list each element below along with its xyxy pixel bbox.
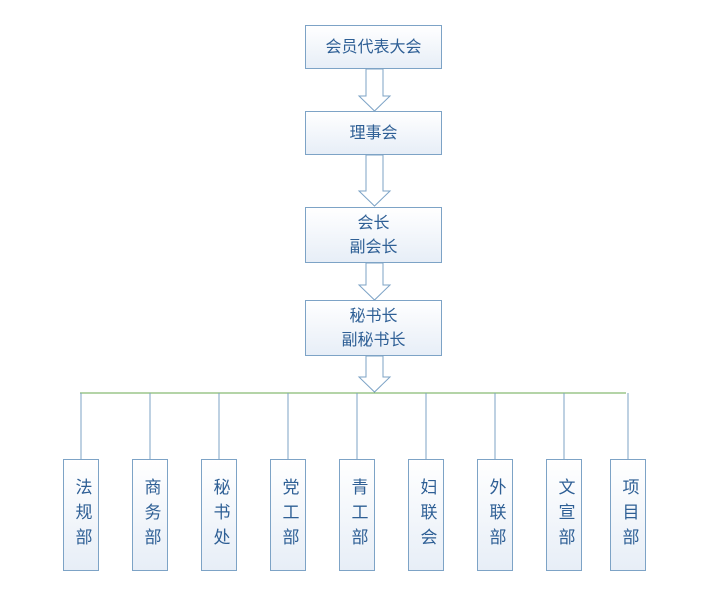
- node-council: 理事会: [305, 111, 442, 155]
- drop-lines: [80, 393, 629, 459]
- dept-youth-work-label: 青工部: [347, 477, 368, 553]
- dept-secretariat: 秘书处: [201, 459, 237, 571]
- dept-party-work: 党工部: [270, 459, 306, 571]
- node-council-label: 理事会: [349, 123, 398, 142]
- dept-external-relations: 外联部: [477, 459, 513, 571]
- node-secretary-general-label: 秘书长: [349, 306, 398, 325]
- arrow-1: [357, 68, 392, 112]
- node-president: 会长 副会长: [305, 207, 442, 263]
- node-president-label: 会长: [357, 213, 390, 232]
- arrow-4: [357, 355, 392, 393]
- dept-regulations: 法规部: [63, 459, 99, 571]
- dept-womens-federation: 妇联会: [408, 459, 444, 571]
- arrow-2: [357, 154, 392, 207]
- node-general-assembly: 会员代表大会: [305, 25, 442, 69]
- dept-publicity-label: 文宣部: [554, 477, 575, 553]
- dept-publicity: 文宣部: [546, 459, 582, 571]
- arrow-3: [357, 262, 392, 301]
- dept-commerce-label: 商务部: [140, 477, 161, 553]
- dept-external-relations-label: 外联部: [485, 477, 506, 553]
- dept-youth-work: 青工部: [339, 459, 375, 571]
- node-deputy-secretary-general-label: 副秘书长: [341, 330, 406, 349]
- dept-womens-federation-label: 妇联会: [416, 477, 437, 553]
- dept-regulations-label: 法规部: [71, 477, 92, 553]
- dept-commerce: 商务部: [132, 459, 168, 571]
- node-general-assembly-label: 会员代表大会: [325, 37, 422, 56]
- dept-secretariat-label: 秘书处: [209, 477, 230, 553]
- node-secretary-general: 秘书长 副秘书长: [305, 300, 442, 356]
- node-vice-president-label: 副会长: [349, 237, 398, 256]
- dept-projects: 项目部: [610, 459, 646, 571]
- dept-projects-label: 项目部: [618, 477, 639, 553]
- dept-party-work-label: 党工部: [278, 477, 299, 553]
